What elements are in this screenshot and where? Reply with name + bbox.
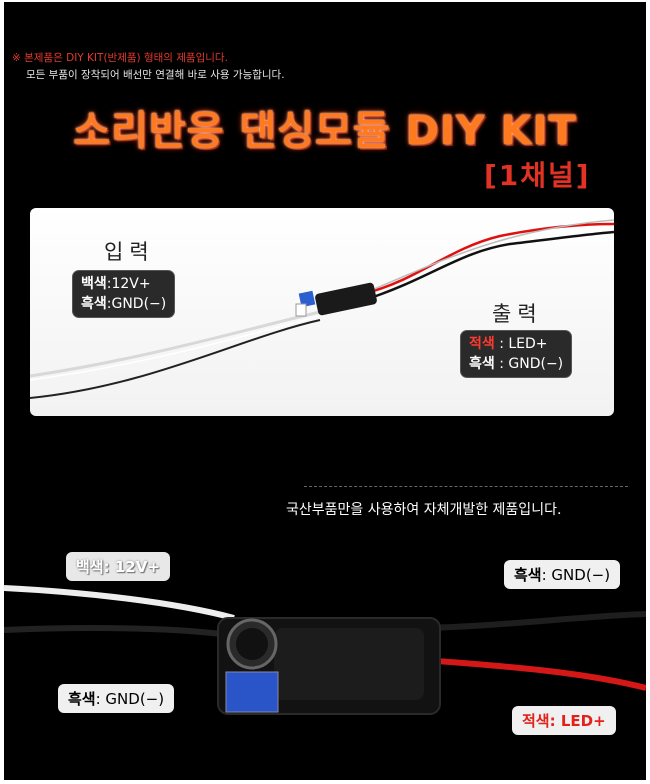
input-label-box: 백색:12V+ 흑색:GND(−) xyxy=(72,270,176,318)
input-black-val: :GND(−) xyxy=(106,296,167,312)
channel-label: [1채널] xyxy=(484,159,591,192)
output-header: 출력 xyxy=(492,302,543,326)
white-key: 백색 xyxy=(76,558,104,576)
input-white-key: 백색 xyxy=(81,276,107,292)
output-label-box: 적색 : LED+ 흑색 : GND(−) xyxy=(460,330,573,378)
tagline: 국산부품만을 사용하여 자체개발한 제품입니다. xyxy=(286,502,562,518)
red-key: 적색 xyxy=(522,712,550,730)
module-board xyxy=(295,282,377,317)
module-closeup-photo: 백색: 12V+ 흑색: GND(−) 흑색: GND(−) 적색: LED+ xyxy=(4,532,646,780)
black-top-val: : GND(−) xyxy=(541,566,611,584)
notice-line-2: 모든 부품이 장착되어 배선만 연결해 바로 사용 가능합니다. xyxy=(26,69,285,81)
product-title: 소리반응 댄싱모듈 DIY KIT xyxy=(73,108,577,154)
output-red-val: : LED+ xyxy=(494,336,548,352)
wiring-illustration xyxy=(30,219,614,399)
output-red-key: 적색 xyxy=(469,336,495,352)
input-black-key: 흑색 xyxy=(81,296,107,312)
white-val: : 12V+ xyxy=(103,558,160,576)
output-black-key: 흑색 xyxy=(469,356,495,372)
black-top-key: 흑색 xyxy=(514,566,542,584)
wiring-photo: 입력 백색:12V+ 흑색:GND(−) 출력 적색 : LED+ 흑색 : G… xyxy=(30,208,614,416)
section-divider xyxy=(304,486,628,487)
kit-notice: ※ 본제품은 DIY KIT(반제품) 형태의 제품입니다. 모든 부품이 장착… xyxy=(12,50,285,84)
black-bottom-key: 흑색 xyxy=(68,690,96,708)
module-body xyxy=(217,617,441,715)
module-closeup-illustration xyxy=(4,585,646,715)
notice-line-1: ※ 본제품은 DIY KIT(반제품) 형태의 제품입니다. xyxy=(12,52,228,64)
black-bottom-val: : GND(−) xyxy=(95,690,165,708)
label-red-wire: 적색: LED+ xyxy=(512,706,616,735)
input-header: 입력 xyxy=(104,240,155,264)
label-black-wire-bottom: 흑색: GND(−) xyxy=(58,684,175,713)
output-black-val: : GND(−) xyxy=(494,356,564,372)
input-white-val: :12V+ xyxy=(106,276,151,292)
red-val: : LED+ xyxy=(549,712,606,730)
label-black-wire-top: 흑색: GND(−) xyxy=(504,560,621,589)
product-page: ※ 본제품은 DIY KIT(반제품) 형태의 제품입니다. 모든 부품이 장착… xyxy=(4,2,646,780)
label-white-wire: 백색: 12V+ xyxy=(66,552,170,581)
